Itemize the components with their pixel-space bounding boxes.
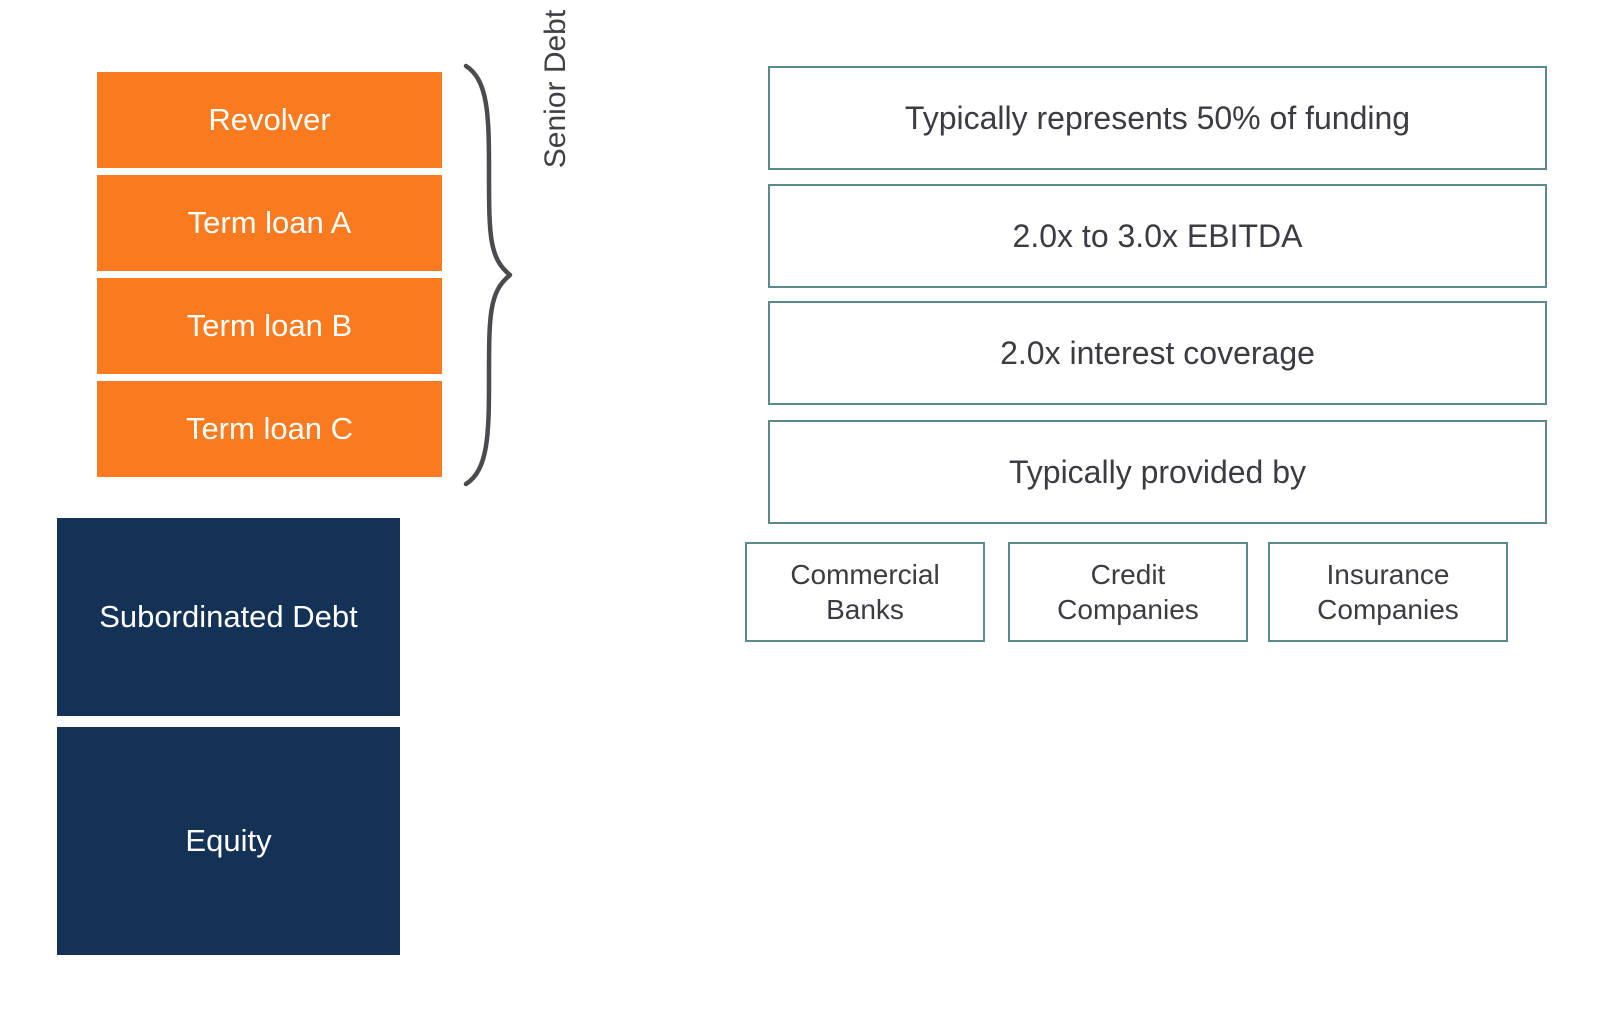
senior-tranche-label: Term loan A xyxy=(187,204,352,240)
junior-tranche-equity[interactable]: Equity xyxy=(57,727,400,955)
provider-insurance-companies[interactable]: Insurance Companies xyxy=(1268,542,1508,642)
senior-tranche-label: Term loan C xyxy=(185,410,354,446)
senior-debt-fact-provided-by[interactable]: Typically provided by xyxy=(768,420,1547,524)
curly-brace-icon xyxy=(448,60,518,490)
junior-tranche-label: Subordinated Debt xyxy=(99,598,358,634)
fact-text: 2.0x to 3.0x EBITDA xyxy=(1012,217,1303,254)
junior-tranche-label: Equity xyxy=(185,822,272,858)
fact-text: Typically represents 50% of funding xyxy=(904,99,1411,136)
senior-tranche-term-loan-c[interactable]: Term loan C xyxy=(97,381,442,477)
provider-credit-companies[interactable]: Credit Companies xyxy=(1008,542,1248,642)
fact-text: Typically provided by xyxy=(1008,453,1307,490)
senior-tranche-term-loan-a[interactable]: Term loan A xyxy=(97,175,442,271)
senior-tranche-term-loan-b[interactable]: Term loan B xyxy=(97,278,442,374)
senior-tranche-label: Revolver xyxy=(208,101,331,137)
senior-debt-fact-ebitda-multiple[interactable]: 2.0x to 3.0x EBITDA xyxy=(768,184,1547,288)
senior-debt-group-label: Senior Debt xyxy=(534,0,578,204)
senior-tranche-label: Term loan B xyxy=(186,307,353,343)
fact-text: 2.0x interest coverage xyxy=(1000,334,1315,371)
provider-label: Credit Companies xyxy=(1057,559,1199,625)
provider-label: Insurance Companies xyxy=(1317,559,1459,625)
provider-label: Commercial Banks xyxy=(790,559,940,625)
senior-tranche-revolver[interactable]: Revolver xyxy=(97,72,442,168)
provider-commercial-banks[interactable]: Commercial Banks xyxy=(745,542,985,642)
senior-debt-fact-funding-share[interactable]: Typically represents 50% of funding xyxy=(768,66,1547,170)
junior-tranche-subordinated-debt[interactable]: Subordinated Debt xyxy=(57,518,400,716)
senior-debt-fact-interest-coverage[interactable]: 2.0x interest coverage xyxy=(768,301,1547,405)
senior-debt-group-label-text: Senior Debt xyxy=(539,9,572,169)
